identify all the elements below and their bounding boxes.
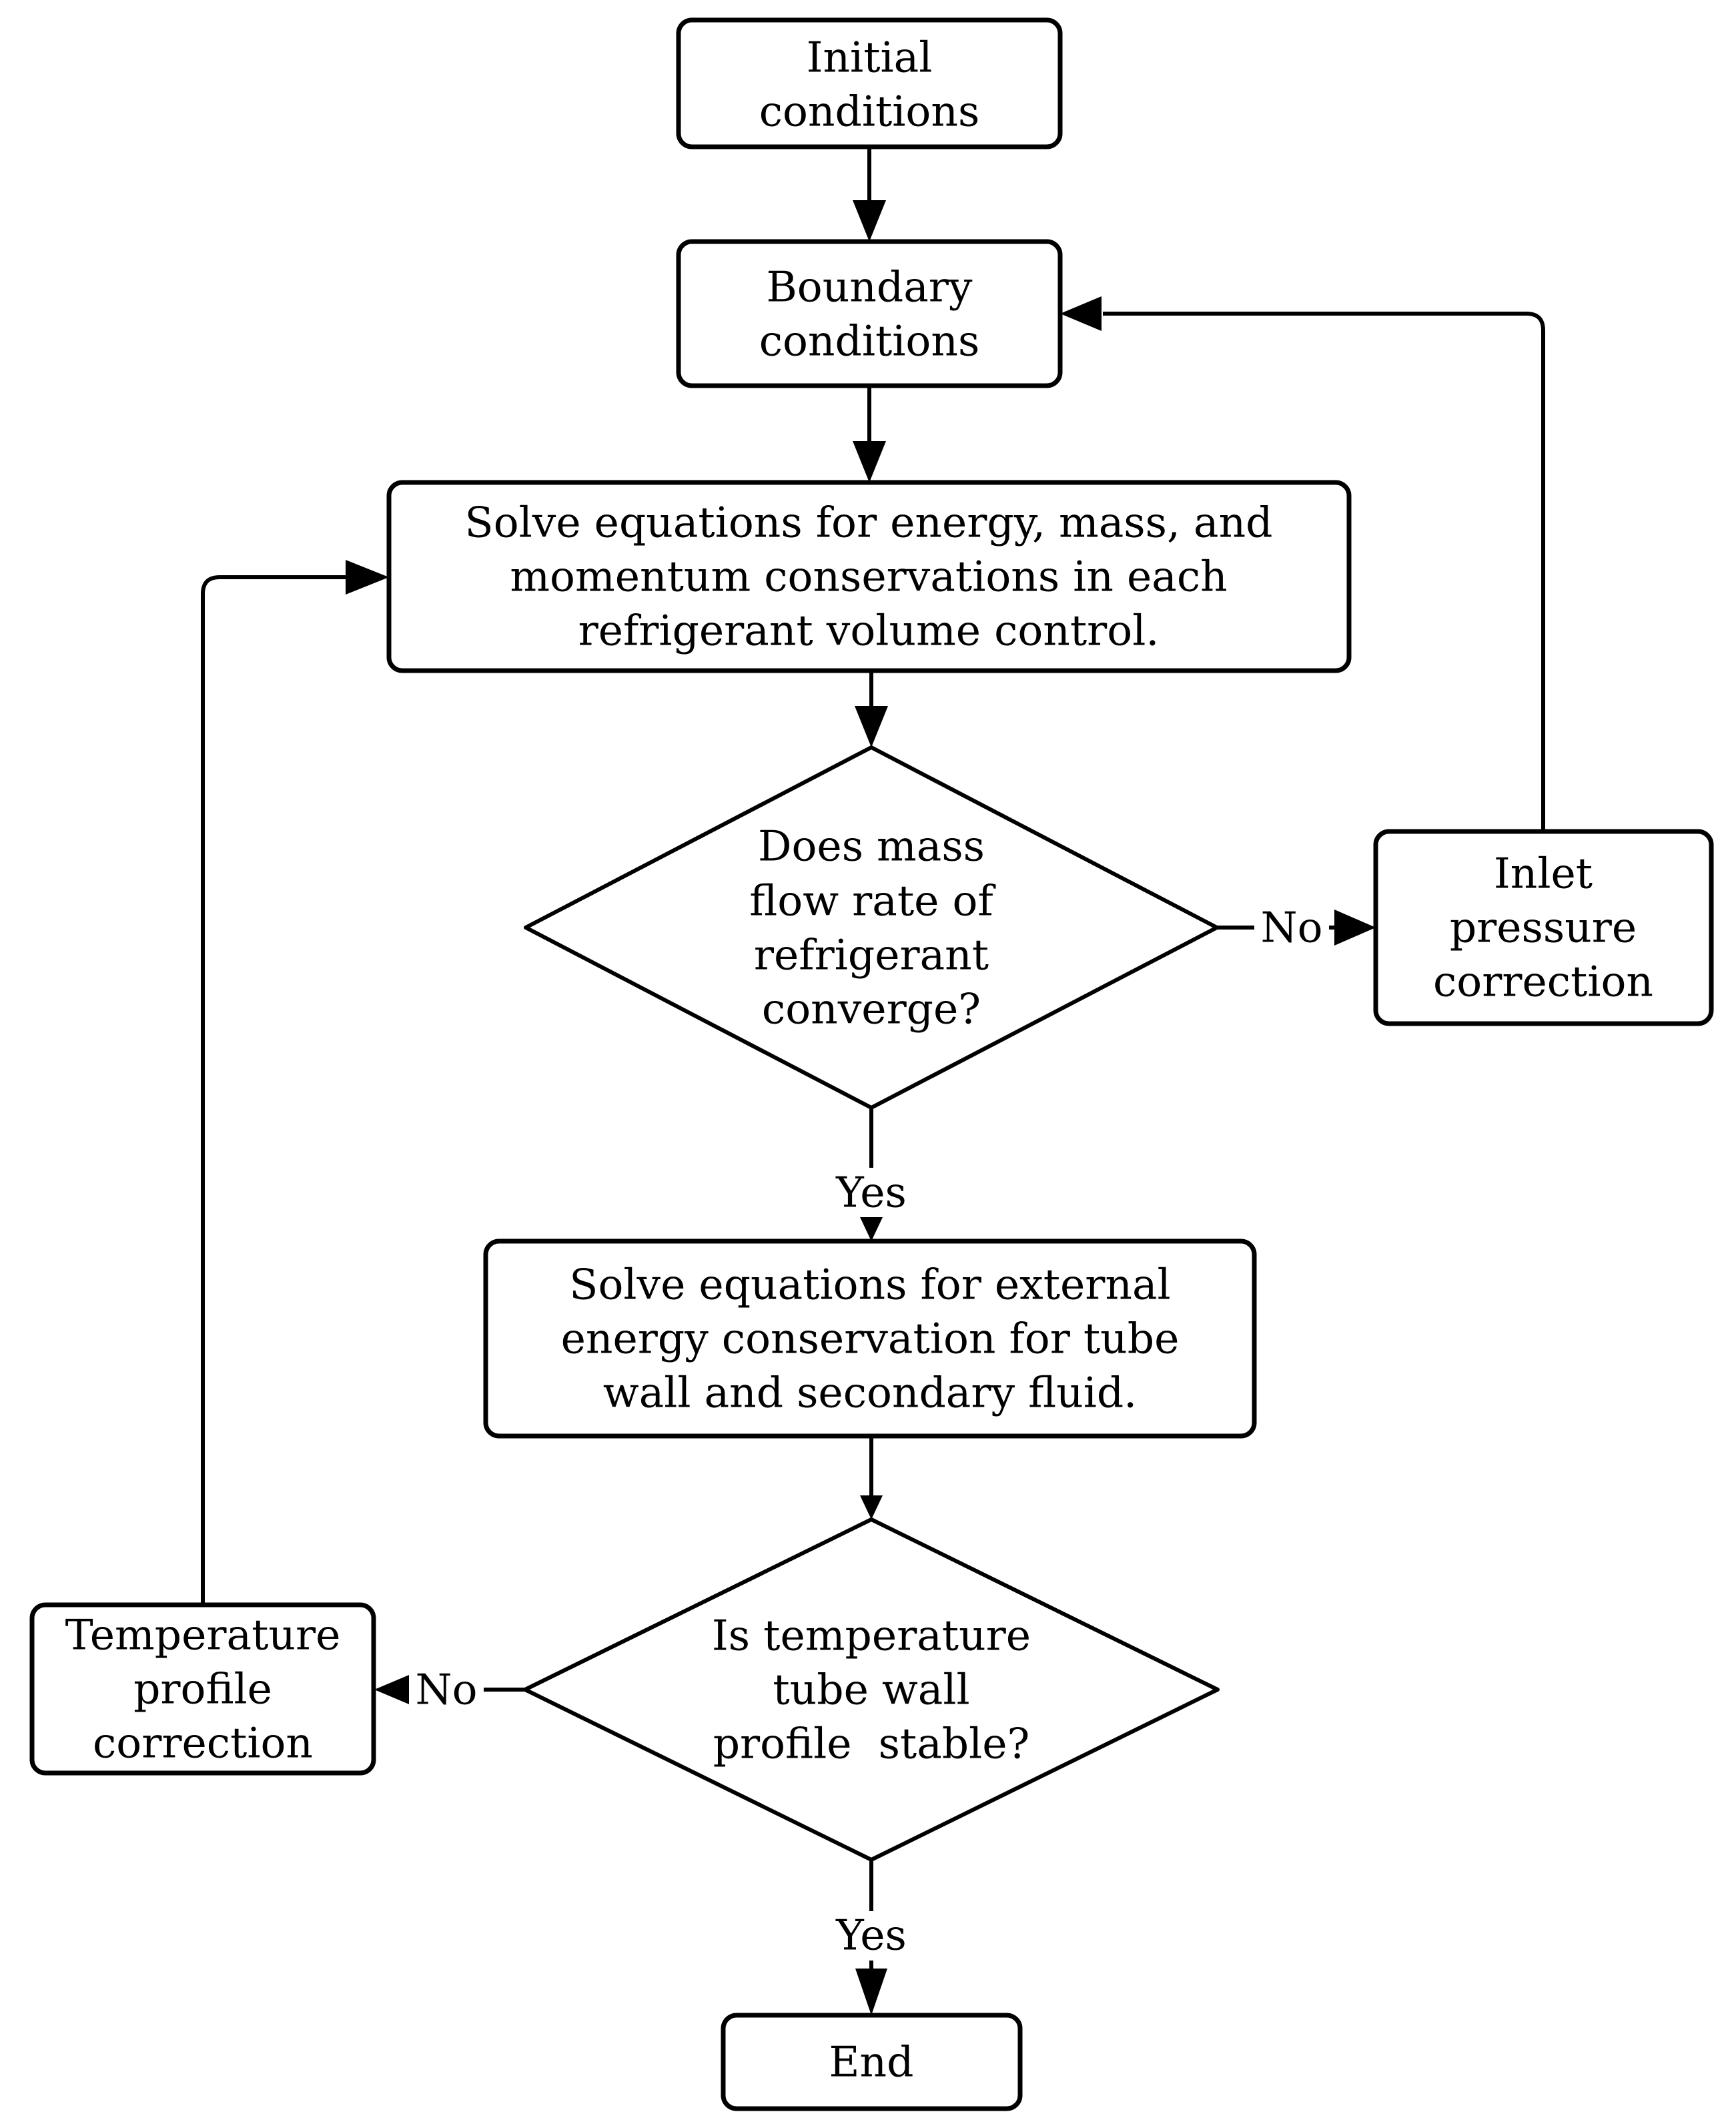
process-box bbox=[676, 17, 1063, 149]
node-text-line: wall and secondary fluid. bbox=[603, 1369, 1137, 1417]
node-text-line: refrigerant volume control. bbox=[578, 607, 1160, 655]
edge-no-to-inlet-correction: No bbox=[1217, 904, 1376, 952]
edge-solve-external-to-temp-decision bbox=[860, 1436, 883, 1519]
arrowhead-down-icon bbox=[855, 1969, 887, 2015]
decision-diamond bbox=[523, 1517, 1220, 1862]
node-boundary-conditions: Boundary conditions bbox=[676, 239, 1063, 388]
node-text-line: tube wall bbox=[773, 1666, 969, 1714]
edge-label-no: No bbox=[415, 1666, 477, 1714]
node-text-line: Solve equations for energy, mass, and bbox=[465, 498, 1273, 547]
arrowhead-down-small-icon bbox=[860, 1495, 883, 1519]
edge-no-to-temp-correction: No bbox=[374, 1666, 525, 1714]
edge-inlet-correction-to-boundary-loop bbox=[1060, 296, 1545, 831]
arrowhead-down-icon bbox=[853, 200, 886, 242]
arrowhead-down-icon bbox=[853, 441, 886, 482]
edge-yes-to-end: Yes bbox=[831, 1860, 912, 2015]
node-mass-flow-decision: Does mass flow rate of refrigerant conve… bbox=[524, 745, 1219, 1110]
node-solve-refrigerant-equations: Solve equations for energy, mass, and mo… bbox=[386, 480, 1352, 673]
process-box bbox=[483, 1239, 1257, 1439]
node-text-line: Initial bbox=[807, 33, 933, 82]
node-text-line: correction bbox=[1433, 958, 1653, 1006]
process-box bbox=[1373, 829, 1714, 1026]
node-text-line: profile stable? bbox=[713, 1720, 1030, 1768]
node-text-line: conditions bbox=[759, 87, 980, 136]
edge-solve-to-mass-flow-decision bbox=[855, 671, 888, 747]
node-text-line: Boundary bbox=[767, 263, 973, 312]
label-background bbox=[409, 1666, 484, 1714]
node-initial-conditions: Initial conditions bbox=[676, 17, 1063, 149]
arrowhead-left-icon bbox=[374, 1672, 417, 1708]
edge-initial-to-boundary bbox=[853, 147, 886, 242]
node-end: End bbox=[721, 2013, 1023, 2111]
node-text-line: Temperature bbox=[65, 1611, 341, 1660]
node-text-line: momentum conservations in each bbox=[510, 553, 1227, 601]
edge-boundary-to-solve-refrigerant bbox=[853, 386, 886, 482]
node-text-line: Does mass bbox=[758, 822, 985, 871]
edge-label-yes: Yes bbox=[835, 1911, 907, 1960]
terminator-box bbox=[721, 2013, 1023, 2111]
label-background bbox=[831, 1168, 912, 1217]
node-text-line: refrigerant bbox=[754, 931, 989, 980]
edge-yes-to-solve-external: Yes bbox=[831, 1108, 912, 1241]
node-text-line: Is temperature bbox=[712, 1612, 1031, 1660]
node-temperature-profile-correction: Temperature profile correction bbox=[29, 1602, 376, 1776]
node-text-line: Solve equations for external bbox=[569, 1261, 1170, 1309]
edge-label-no: No bbox=[1260, 904, 1322, 952]
node-text-line: profile bbox=[133, 1665, 272, 1714]
arrowhead-left-icon bbox=[1060, 296, 1102, 331]
edge-loop-right-line bbox=[1103, 312, 1545, 831]
node-text-line: flow rate of bbox=[749, 877, 996, 926]
edge-label-yes: Yes bbox=[835, 1168, 907, 1217]
node-temp-profile-decision: Is temperature tube wall profile stable? bbox=[523, 1517, 1220, 1862]
node-solve-external-equations: Solve equations for external energy cons… bbox=[483, 1239, 1257, 1439]
arrowhead-down-small-icon bbox=[860, 1217, 883, 1241]
node-text-line: End bbox=[829, 2038, 914, 2087]
edge-loop-left-line bbox=[201, 575, 347, 1605]
node-text-line: pressure bbox=[1450, 904, 1637, 952]
edge-temp-correction-to-solve-loop bbox=[201, 560, 389, 1605]
node-text-line: Inlet bbox=[1494, 849, 1593, 898]
decision-diamond bbox=[524, 745, 1219, 1110]
node-text-line: converge? bbox=[762, 985, 981, 1034]
node-text-line: energy conservation for tube bbox=[561, 1315, 1180, 1363]
node-inlet-pressure-correction: Inlet pressure correction bbox=[1373, 829, 1714, 1026]
arrowhead-right-icon bbox=[1334, 910, 1376, 946]
process-box bbox=[29, 1602, 376, 1776]
arrowhead-down-icon bbox=[855, 706, 888, 747]
node-text-line: conditions bbox=[759, 317, 980, 366]
process-box bbox=[386, 480, 1352, 673]
node-text-line: correction bbox=[93, 1719, 313, 1768]
label-background bbox=[831, 1911, 912, 1961]
process-box bbox=[676, 239, 1063, 388]
arrowhead-right-icon bbox=[346, 560, 389, 595]
label-background bbox=[1254, 904, 1329, 952]
